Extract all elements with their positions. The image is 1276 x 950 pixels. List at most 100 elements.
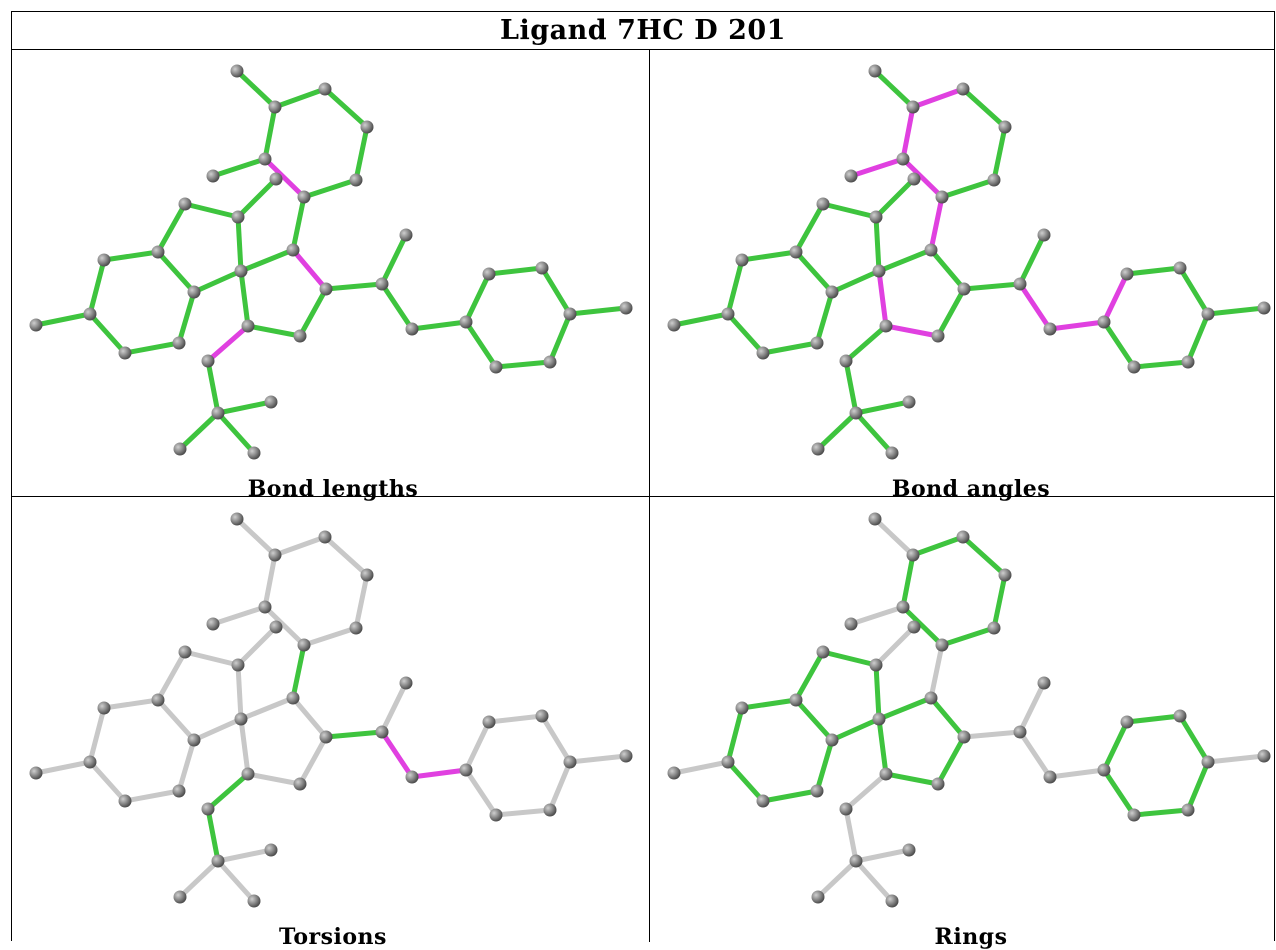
atom-methylLeft — [206, 169, 220, 183]
bond-ph5-ph6 — [1131, 359, 1191, 370]
atom-ph6 — [1127, 808, 1141, 822]
caption-torsions: Torsions — [279, 924, 387, 950]
bond-quat-tb3 — [215, 399, 274, 416]
bond-ringTopF-ringTopA — [900, 104, 916, 162]
atom-ph5 — [1181, 803, 1195, 817]
bond-pyr3-pyr4 — [883, 323, 941, 339]
bond-ind1-ind3 — [155, 201, 188, 255]
bond-pyr4-ch2 — [843, 771, 889, 812]
atom-vinylMe — [1037, 676, 1051, 690]
bond-ringTopF-ringTopA — [262, 104, 278, 162]
atom-spiro — [872, 712, 886, 726]
bond-quat-tb1 — [177, 858, 221, 900]
panel-divider-horizontal — [12, 496, 1274, 497]
atom-vinylMe — [1037, 228, 1051, 242]
atom-ind4 — [97, 701, 111, 715]
bond-ind6-ind7 — [122, 788, 182, 804]
bond-ind5-ind6 — [725, 759, 766, 804]
bond-quat-tb3 — [215, 847, 274, 864]
atom-ind5 — [721, 307, 735, 321]
atom-ind8 — [825, 733, 839, 747]
atom-ph4 — [1201, 755, 1215, 769]
bond-ph6-ph1 — [463, 767, 499, 818]
bond-vinylC2-ph1 — [1047, 319, 1107, 332]
atom-ind4 — [735, 253, 749, 267]
bond-vinylC-vinylMe — [379, 232, 409, 287]
atom-ind8 — [187, 285, 201, 299]
bond-spiro-pyr1 — [876, 695, 934, 722]
bond-ph3-ph4 — [539, 265, 573, 317]
atom-ringTopA — [268, 548, 282, 562]
bond-ind5-methylFar — [671, 759, 731, 776]
atom-ringTopB — [956, 82, 970, 96]
bond-ph6-ph1 — [1101, 319, 1137, 370]
bond-ind3-ind4 — [739, 697, 799, 711]
bond-ind7-ind8 — [176, 289, 197, 346]
atom-ph2 — [482, 715, 496, 729]
atom-methylTop — [868, 512, 882, 526]
atom-ind7 — [172, 784, 186, 798]
atom-ind7 — [810, 336, 824, 350]
atom-ch2 — [839, 802, 853, 816]
atom-ringTopE — [297, 638, 311, 652]
bond-ringTopC-ringTopD — [353, 124, 370, 183]
bond-ringTopB-ringTopC — [322, 86, 370, 130]
bond-ind7-ind8 — [814, 737, 835, 794]
bond-ind3-ind4 — [101, 249, 161, 263]
panel-bond-lengths: Bond lengths — [20, 52, 646, 502]
bond-vinylC-vinylC2 — [1017, 281, 1053, 332]
atom-vinylMe — [399, 676, 413, 690]
atom-methylLeft — [844, 169, 858, 183]
bond-ind8-ind3 — [793, 697, 835, 743]
atom-ringTopD — [987, 621, 1001, 635]
bond-ind6-ind7 — [122, 340, 182, 356]
atom-ringTopA — [906, 548, 920, 562]
atom-ph5 — [543, 355, 557, 369]
bond-ind2-methylMid — [873, 176, 917, 220]
bond-ringTopE-pyr1 — [928, 194, 945, 253]
bond-ind2-spiro — [235, 662, 244, 722]
bond-pyr4-spiro — [876, 716, 889, 777]
bond-pyr2-vinylC — [961, 729, 1023, 740]
bond-ind8-spiro — [829, 268, 882, 295]
atom-ph5 — [543, 803, 557, 817]
atom-ph6 — [1127, 360, 1141, 374]
bond-methylLeft-ringTopF — [848, 156, 906, 179]
bond-ind1-ind3 — [155, 649, 188, 703]
bond-pyr2-pyr3 — [935, 734, 967, 787]
atom-vinylC2 — [1043, 322, 1057, 336]
atom-quat — [211, 854, 225, 868]
bond-ind8-ind3 — [155, 697, 197, 743]
atom-ch2 — [201, 802, 215, 816]
atom-ph1 — [459, 315, 473, 329]
atom-ph1 — [1097, 763, 1111, 777]
bond-ind3-ind4 — [739, 249, 799, 263]
bond-quat-tb1 — [177, 410, 221, 452]
bond-ph3-ph4 — [1177, 713, 1211, 765]
atom-ph4 — [563, 755, 577, 769]
atom-methylFar — [667, 318, 681, 332]
bond-ind5-ind6 — [87, 311, 128, 356]
atom-ringTopD — [349, 621, 363, 635]
bond-vinylC-vinylMe — [1017, 680, 1047, 735]
bond-ph4-ph5 — [547, 759, 573, 813]
atom-ph2 — [482, 267, 496, 281]
atom-ringTopD — [987, 173, 1001, 187]
bond-ringTopE-ringTopF — [900, 604, 945, 648]
bond-ph4-ph5 — [1185, 759, 1211, 813]
bond-ind5-methylFar — [33, 311, 93, 328]
atom-ind1 — [816, 197, 830, 211]
atom-spiro — [872, 264, 886, 278]
atom-methylFar — [29, 318, 43, 332]
atom-vinylC — [1013, 725, 1027, 739]
atom-vinylMe — [399, 228, 413, 242]
bond-spiro-pyr1 — [238, 695, 296, 722]
atom-ringTopE — [935, 190, 949, 204]
bond-ind2-spiro — [235, 214, 244, 274]
atom-ind4 — [735, 701, 749, 715]
atom-quat — [211, 406, 225, 420]
atom-quat — [849, 854, 863, 868]
bond-ind4-ind5 — [87, 257, 107, 317]
bond-pyr1-pyr2 — [290, 695, 329, 740]
bond-ringTopE-ringTopF — [262, 156, 307, 200]
